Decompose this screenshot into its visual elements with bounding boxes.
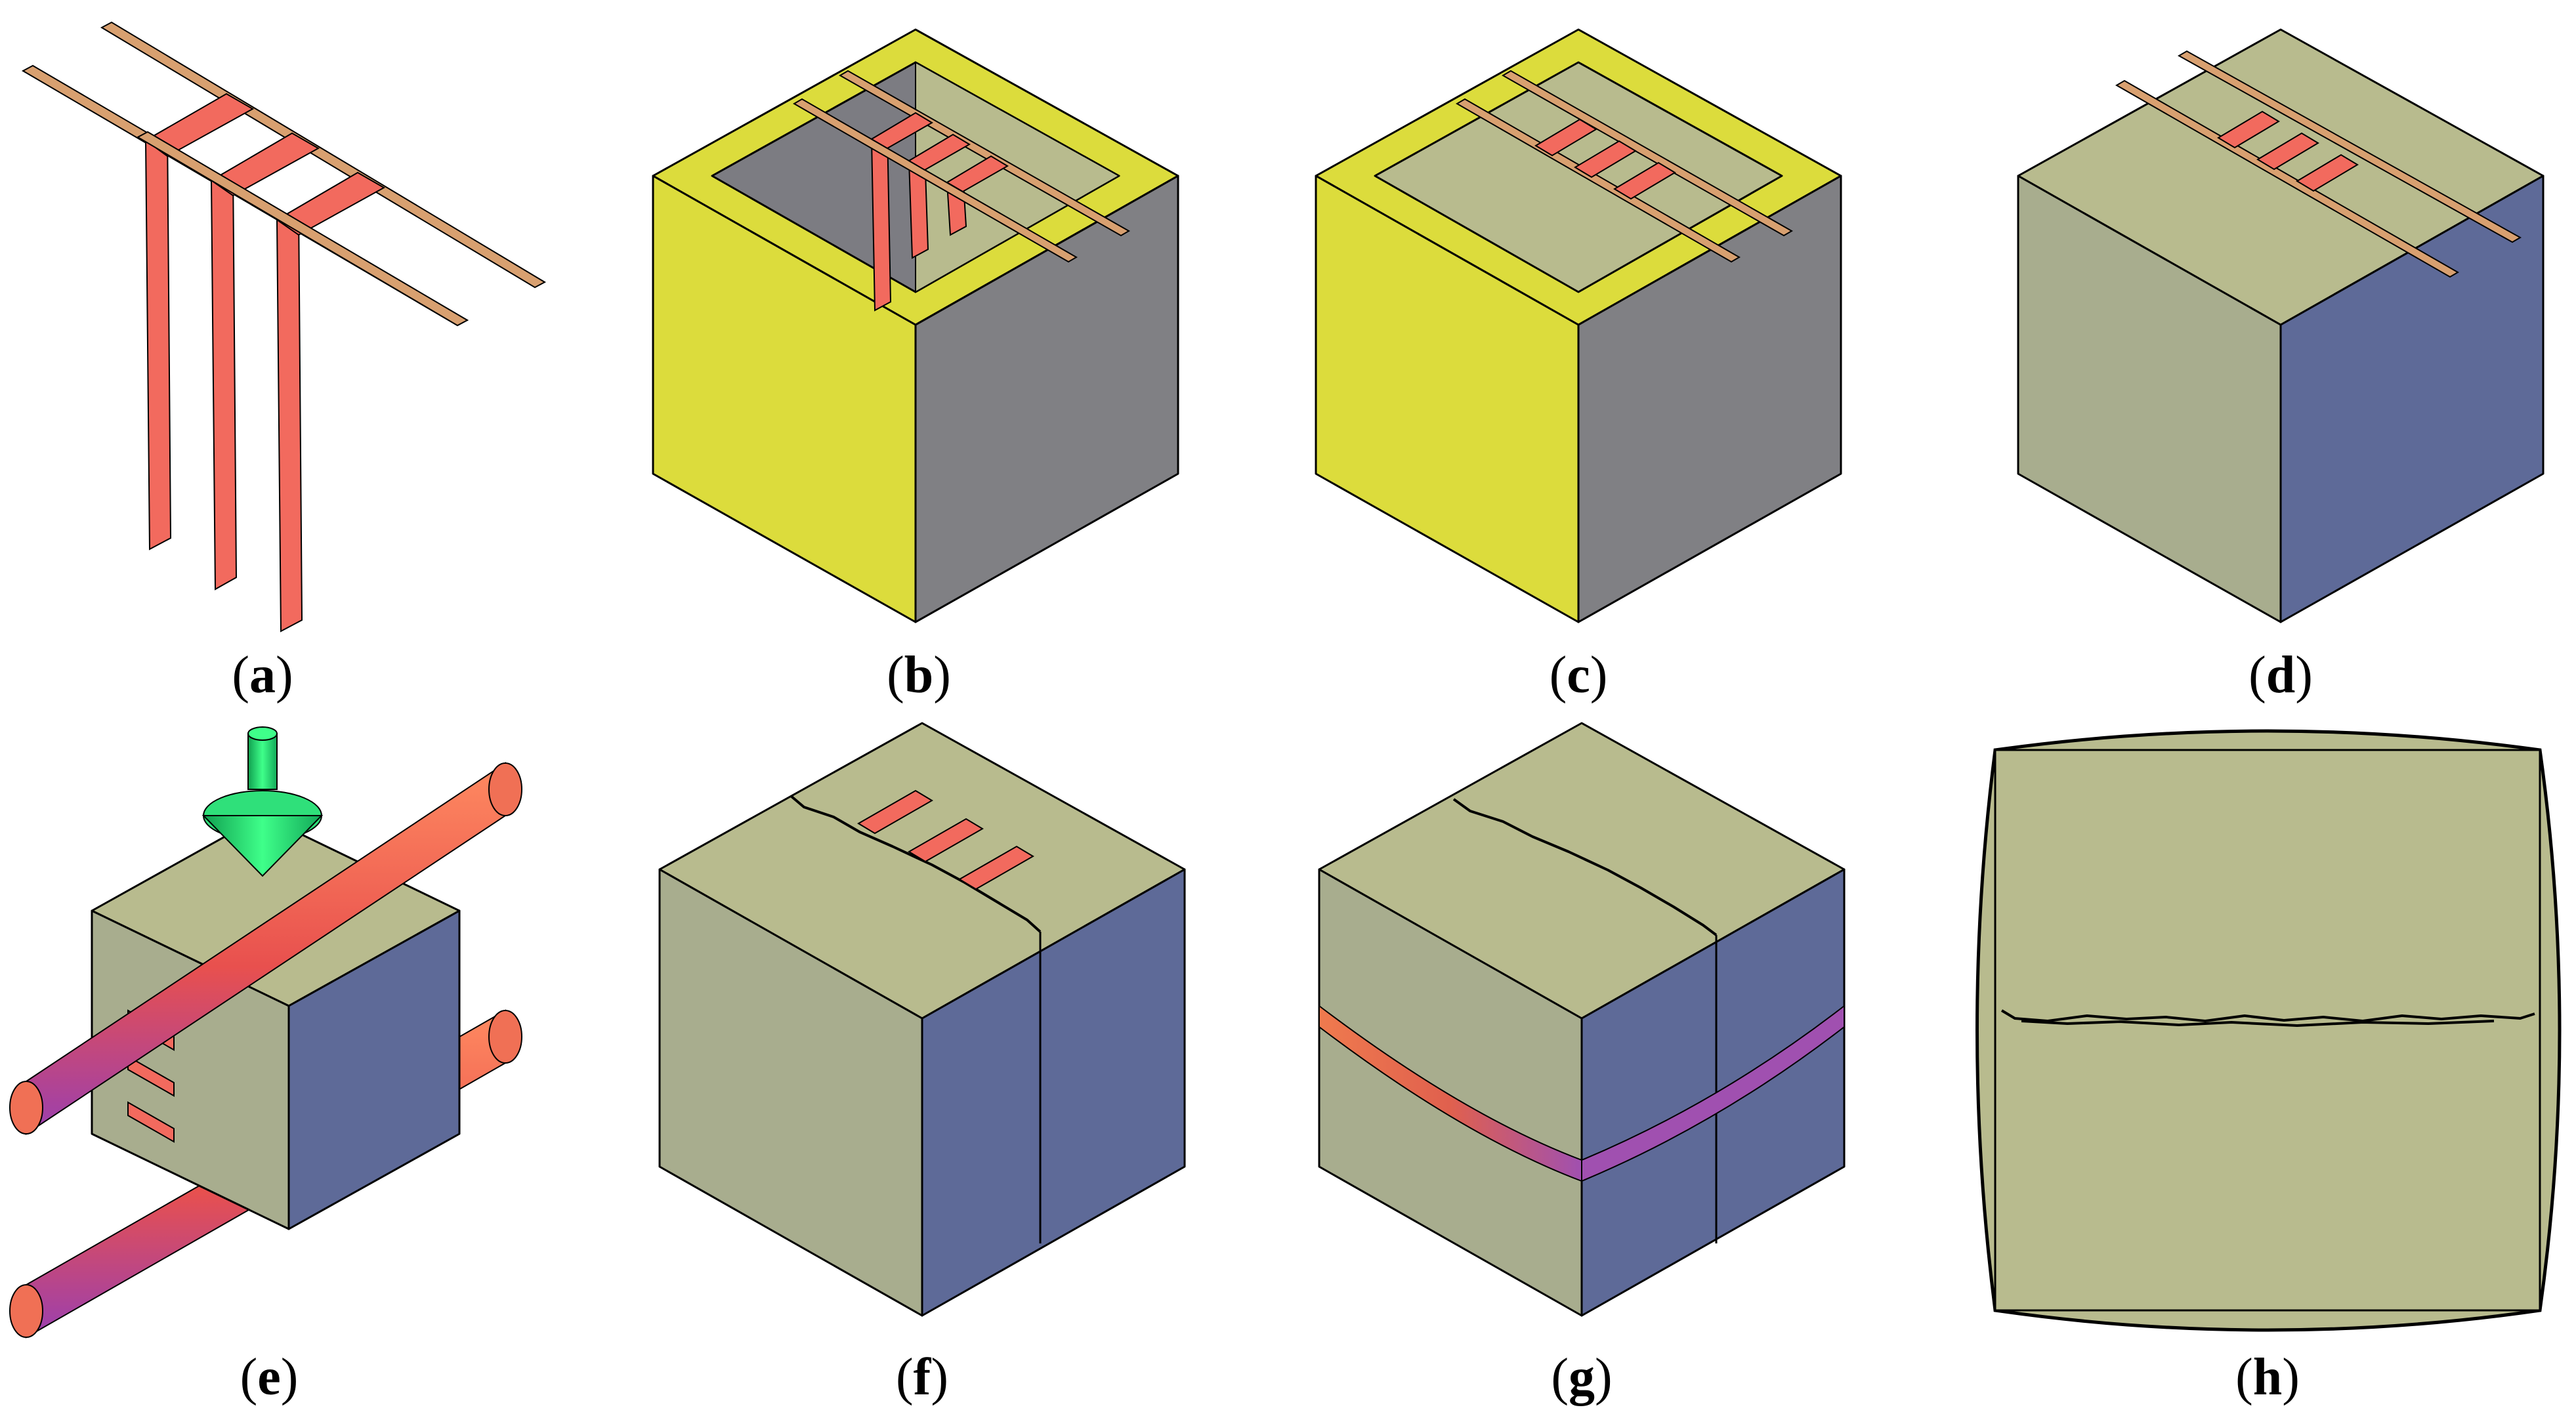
strip-fold-2 xyxy=(908,133,971,171)
panel-b: (b) xyxy=(652,28,1179,704)
strip-band-right xyxy=(1581,1004,1845,1182)
strip-fold-1 xyxy=(870,112,933,150)
embedded-strip-3 xyxy=(1613,161,1676,200)
panel-label-f: (f) xyxy=(896,1348,948,1406)
crack-horizontal xyxy=(2000,1009,2535,1022)
panel-c: (c) xyxy=(1315,28,1842,704)
panel-label-a: (a) xyxy=(232,646,293,704)
specimen-right-face xyxy=(1580,868,1846,1317)
panel-label-e: (e) xyxy=(240,1348,299,1406)
panel-label-g: (g) xyxy=(1551,1348,1612,1406)
mould-right-face xyxy=(1577,175,1842,623)
panel-label-b: (b) xyxy=(887,646,951,704)
wooden-rod-back xyxy=(1501,70,1794,237)
strip-fold-2 xyxy=(210,132,320,197)
steel-strip-2 xyxy=(210,167,238,591)
panel-a: (a) xyxy=(21,21,547,704)
load-arrow-icon xyxy=(201,726,324,877)
loading-rod-upper xyxy=(9,762,522,1135)
panel-label-d: (d) xyxy=(2249,646,2313,704)
panel-label-h: (h) xyxy=(2235,1348,2300,1406)
embedded-strip-3 xyxy=(2296,154,2359,192)
mould-right-face xyxy=(914,175,1179,623)
crack-top xyxy=(790,795,1042,933)
wooden-rod-front-overlay xyxy=(136,131,469,327)
steel-strip-1 xyxy=(144,127,172,551)
concrete-surface xyxy=(1374,61,1783,293)
panel-h: (h) xyxy=(1975,729,2562,1406)
wooden-rod-front xyxy=(793,98,1078,263)
panel-e: (e) xyxy=(9,726,522,1406)
strip-fold-3 xyxy=(946,155,1009,193)
original-outline xyxy=(1994,749,2541,1312)
panel-label-c: (c) xyxy=(1550,646,1608,704)
specimen-right-face xyxy=(921,868,1186,1317)
strip-ends xyxy=(857,789,1034,890)
strip-fold-3 xyxy=(276,171,386,236)
embedded-strip-1 xyxy=(2217,110,2280,149)
embedded-strip-2 xyxy=(2256,132,2319,171)
panel-g: (g) xyxy=(1318,722,1846,1406)
crack-horizontal-lower xyxy=(2021,1020,2495,1027)
crack-top xyxy=(1452,798,1718,936)
steel-strip-3 xyxy=(276,206,303,633)
embedded-strip-1 xyxy=(1534,118,1597,157)
wooden-rod-back xyxy=(2177,50,2522,243)
panel-f: (f) xyxy=(658,722,1186,1406)
panel-d: (d) xyxy=(2017,28,2544,704)
specimen-right-face xyxy=(287,909,461,1230)
wooden-rod-front xyxy=(1456,98,1741,263)
specimen-right-face xyxy=(2279,175,2544,623)
wooden-rod-back xyxy=(100,21,547,289)
embedded-strip-2 xyxy=(1574,140,1637,178)
wooden-rod-front xyxy=(2115,79,2459,278)
wooden-rod-back xyxy=(838,70,1131,237)
